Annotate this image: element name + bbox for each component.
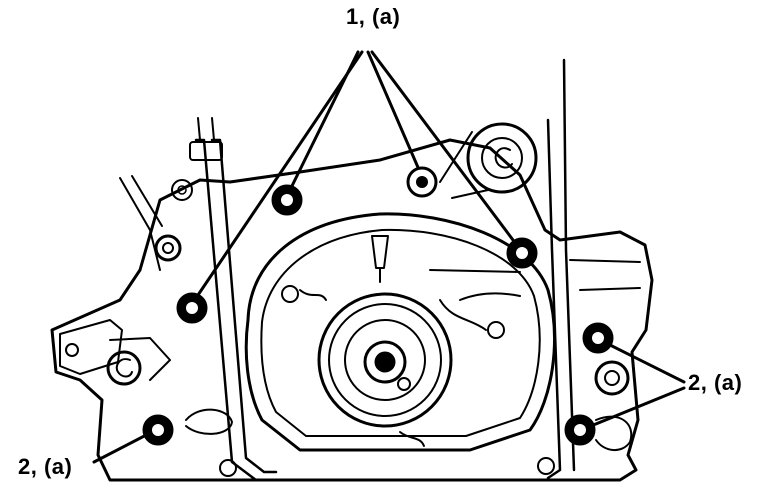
- idler-pulley: [440, 124, 536, 198]
- right-fitting: [570, 260, 640, 450]
- leader-line-callout-2-left: [94, 432, 152, 462]
- callout-label-2-left: 2, (a): [18, 454, 73, 479]
- leader-lines-callout-2-right: [586, 342, 684, 428]
- bolt-1d: [178, 294, 206, 322]
- bolt-1a: [273, 186, 301, 214]
- bolt-2b: [566, 416, 594, 444]
- right-pipe: [548, 60, 574, 478]
- bolt-2a: [584, 324, 612, 352]
- left-bracket: [108, 176, 192, 384]
- leader-lines-callout-1: [196, 52, 516, 298]
- callout-label-2-right: 2, (a): [688, 370, 743, 395]
- bolt-2c: [144, 416, 172, 444]
- callout-label-1: 1, (a): [346, 4, 401, 29]
- oil-pump-housing: [246, 214, 554, 450]
- bottom-details: [186, 286, 554, 476]
- bolt-1b: [408, 168, 436, 196]
- crankshaft-seal: [319, 294, 451, 426]
- bolt-1c: [508, 239, 536, 267]
